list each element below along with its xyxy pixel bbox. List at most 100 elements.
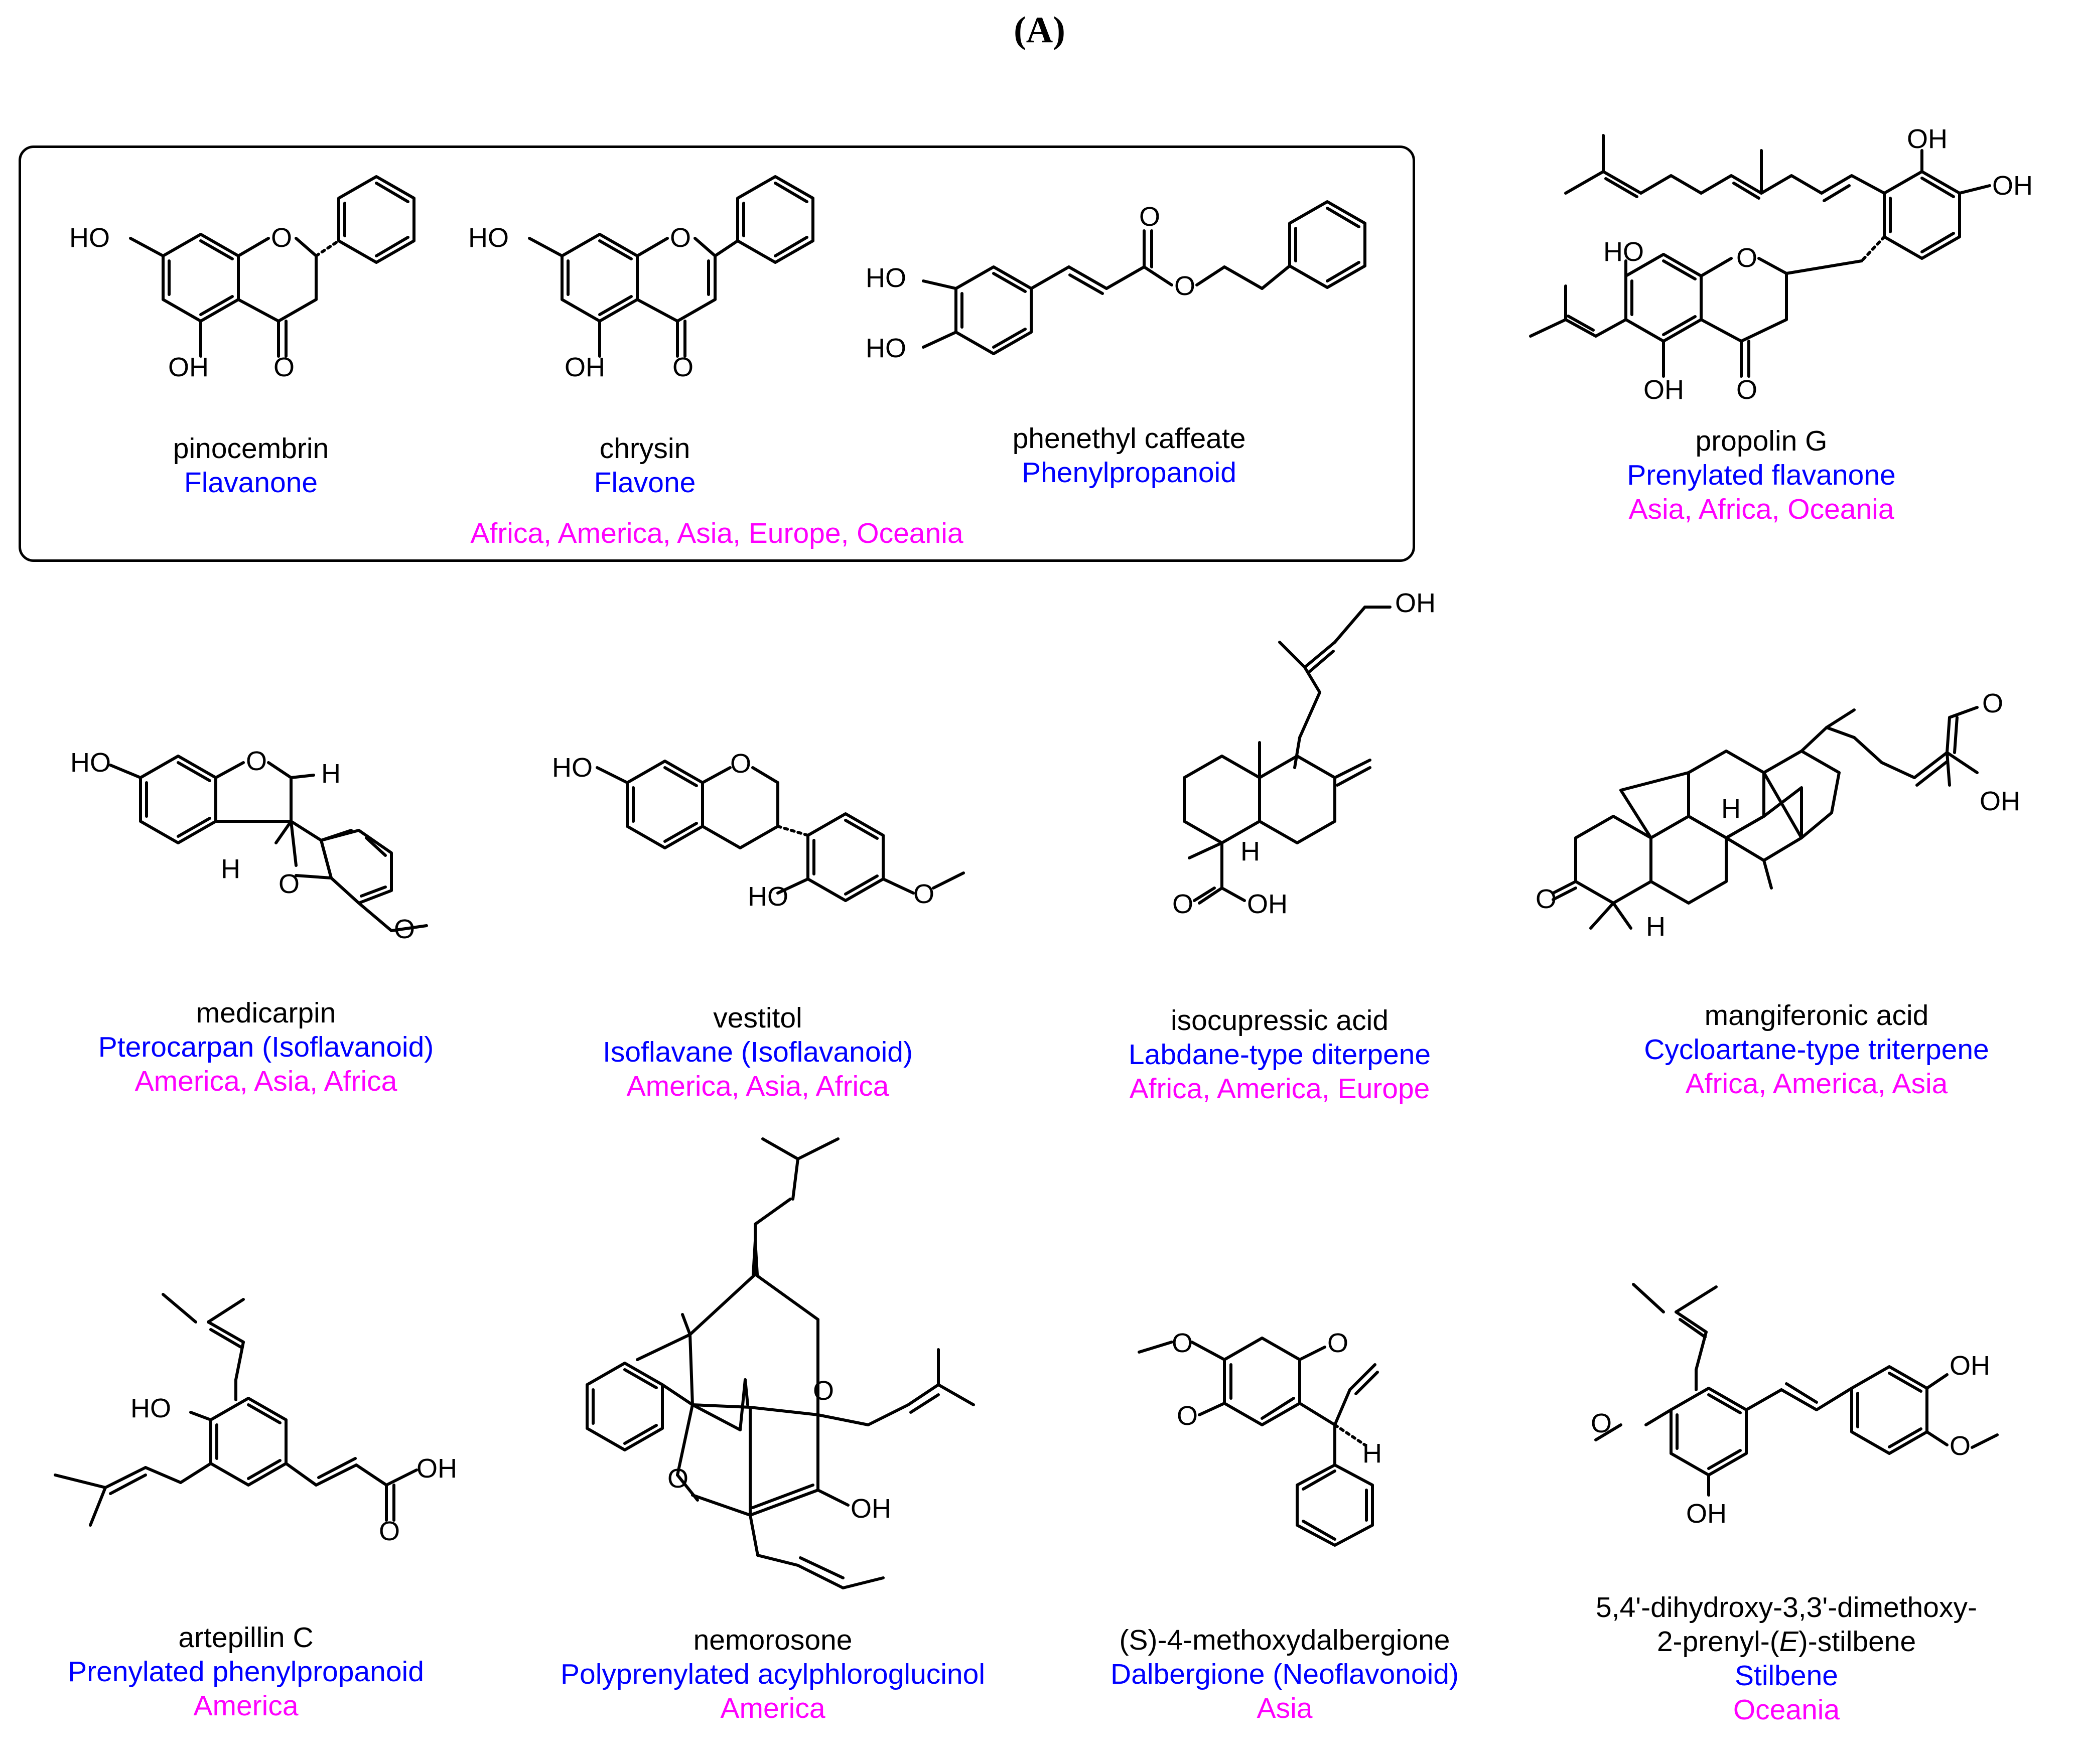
svg-text:O: O — [672, 352, 694, 382]
compound-name: mangiferonic acid — [1704, 999, 1929, 1032]
svg-text:OH: OH — [1980, 786, 2020, 816]
chrysin-caption: chrysin Flavone — [494, 431, 795, 500]
medicarpin-caption: medicarpin Pterocarpan (Isoflavanoid) Am… — [65, 996, 467, 1098]
svg-text:O: O — [1982, 688, 2003, 718]
methoxydalbergione-caption: (S)-4-methoxydalbergione Dalbergione (Ne… — [1084, 1623, 1485, 1725]
svg-text:O: O — [1174, 271, 1195, 301]
svg-text:OH: OH — [417, 1453, 457, 1484]
compound-region: America — [720, 1692, 825, 1724]
mangiferonic-acid-caption: mangiferonic acid Cycloartane-type trite… — [1616, 998, 2017, 1101]
compound-class: Prenylated flavanone — [1627, 459, 1896, 491]
propolin-g-caption: propolin G Prenylated flavanone Asia, Af… — [1576, 424, 1947, 526]
compound-class: Stilbene — [1735, 1660, 1838, 1692]
svg-text:HO: HO — [130, 1393, 171, 1423]
svg-text:O: O — [379, 1516, 400, 1546]
svg-text:HO: HO — [468, 223, 509, 253]
svg-text:HO: HO — [69, 223, 110, 253]
svg-text:HO: HO — [552, 753, 593, 783]
svg-text:OH: OH — [1992, 171, 2033, 201]
svg-text:O: O — [1591, 1408, 1612, 1438]
svg-text:OH: OH — [168, 352, 209, 382]
compound-region: America, Asia, Africa — [134, 1065, 397, 1097]
stilbene-caption: 5,4'-dihydroxy-3,3'-dimethoxy- 2-prenyl-… — [1566, 1590, 2007, 1727]
methoxydalbergione-structure: O O O H — [1138, 1328, 1382, 1547]
svg-text:OH: OH — [851, 1494, 891, 1524]
chrysin-structure: HO O OH O — [468, 175, 814, 382]
compound-name: chrysin — [599, 432, 690, 465]
svg-text:HO: HO — [866, 263, 906, 293]
vestitol-caption: vestitol Isoflavane (Isoflavanoid) Ameri… — [557, 1001, 958, 1103]
isocupressic-acid-caption: isocupressic acid Labdane-type diterpene… — [1094, 1003, 1465, 1106]
compound-name: isocupressic acid — [1170, 1004, 1389, 1037]
pinocembrin-caption: pinocembrin Flavanone — [100, 431, 401, 500]
compound-name-line2: 2-prenyl-(E)-stilbene — [1656, 1626, 1916, 1658]
svg-text:O: O — [1536, 884, 1557, 914]
common-region-label: Africa, America, Asia, Europe, Oceania — [470, 517, 963, 549]
compound-class: Pterocarpan (Isoflavanoid) — [98, 1031, 434, 1063]
nemorosone-caption: nemorosone Polyprenylated acylphlorogluc… — [532, 1623, 1014, 1725]
svg-text:HO: HO — [866, 333, 906, 363]
compound-name-line1: 5,4'-dihydroxy-3,3'-dimethoxy- — [1596, 1591, 1977, 1624]
svg-text:O: O — [1950, 1431, 1971, 1461]
panel-label: (A) — [1014, 10, 1065, 51]
nemorosone-structure: O OH O — [586, 1137, 975, 1589]
artepillin-c-caption: artepillin C Prenylated phenylpropanoid … — [40, 1621, 452, 1723]
svg-text:O: O — [1736, 243, 1757, 273]
compound-class: Prenylated phenylpropanoid — [68, 1656, 424, 1688]
svg-text:H: H — [321, 759, 341, 789]
compound-class: Isoflavane (Isoflavanoid) — [603, 1036, 913, 1068]
svg-text:OH: OH — [1907, 124, 1948, 154]
svg-text:H: H — [1646, 912, 1666, 942]
svg-text:H: H — [1362, 1438, 1382, 1468]
compound-name: vestitol — [713, 1002, 802, 1034]
svg-text:O: O — [670, 223, 691, 253]
propolin-g-structure: OH OH HO O OH O — [1529, 124, 2033, 405]
svg-text:O: O — [667, 1463, 688, 1494]
compound-region: Oceania — [1733, 1694, 1840, 1726]
svg-text:H: H — [1240, 836, 1260, 866]
compound-class: Flavone — [594, 467, 696, 499]
compound-name: phenethyl caffeate — [1012, 422, 1246, 455]
medicarpin-structure: HO O H H O O — [70, 746, 428, 944]
svg-text:OH: OH — [1395, 588, 1436, 618]
svg-text:O: O — [246, 746, 267, 776]
svg-text:HO: HO — [1603, 237, 1644, 267]
compound-class: Flavanone — [184, 467, 318, 499]
mangiferonic-acid-structure: O O OH H H — [1536, 688, 2020, 942]
svg-text:O: O — [730, 749, 751, 779]
svg-text:O: O — [1172, 889, 1193, 919]
svg-text:O: O — [273, 352, 295, 382]
svg-text:H: H — [1721, 794, 1741, 824]
svg-text:OH: OH — [1247, 889, 1288, 919]
pinocembrin-structure: HO O OH O — [69, 175, 415, 382]
svg-text:OH: OH — [1686, 1499, 1727, 1529]
svg-text:O: O — [1139, 202, 1160, 232]
svg-text:O: O — [913, 879, 934, 909]
compound-region: Africa, America, Europe — [1129, 1073, 1430, 1105]
compound-name: (S)-4-methoxydalbergione — [1119, 1624, 1450, 1656]
compound-name: propolin G — [1695, 425, 1828, 457]
svg-text:O: O — [1172, 1328, 1193, 1358]
compound-region: Asia — [1257, 1692, 1313, 1724]
compound-name: artepillin C — [178, 1622, 314, 1654]
compound-region: America — [193, 1690, 299, 1722]
phenethyl-caffeate-structure: HO HO O O — [866, 200, 1366, 363]
svg-text:HO: HO — [70, 748, 111, 778]
vestitol-structure: HO O HO O — [552, 749, 965, 912]
compound-class: Dalbergione (Neoflavonoid) — [1111, 1658, 1459, 1690]
svg-text:HO: HO — [748, 881, 788, 912]
svg-text:O: O — [813, 1376, 834, 1406]
svg-text:O: O — [1736, 375, 1757, 405]
common-compounds-box — [19, 145, 1415, 562]
svg-text:O: O — [271, 223, 292, 253]
svg-text:O: O — [1327, 1328, 1348, 1358]
svg-text:H: H — [221, 854, 240, 884]
svg-text:O: O — [1177, 1401, 1198, 1431]
compound-region: Asia, Africa, Oceania — [1628, 493, 1894, 525]
phenethyl-caffeate-caption: phenethyl caffeate Phenylpropanoid — [953, 421, 1305, 490]
artepillin-c-structure: HO OH O — [54, 1293, 457, 1546]
compound-region: America, Asia, Africa — [626, 1070, 889, 1102]
compound-name: nemorosone — [693, 1624, 853, 1656]
stilbene-structure: O OH OH O — [1591, 1283, 1999, 1529]
